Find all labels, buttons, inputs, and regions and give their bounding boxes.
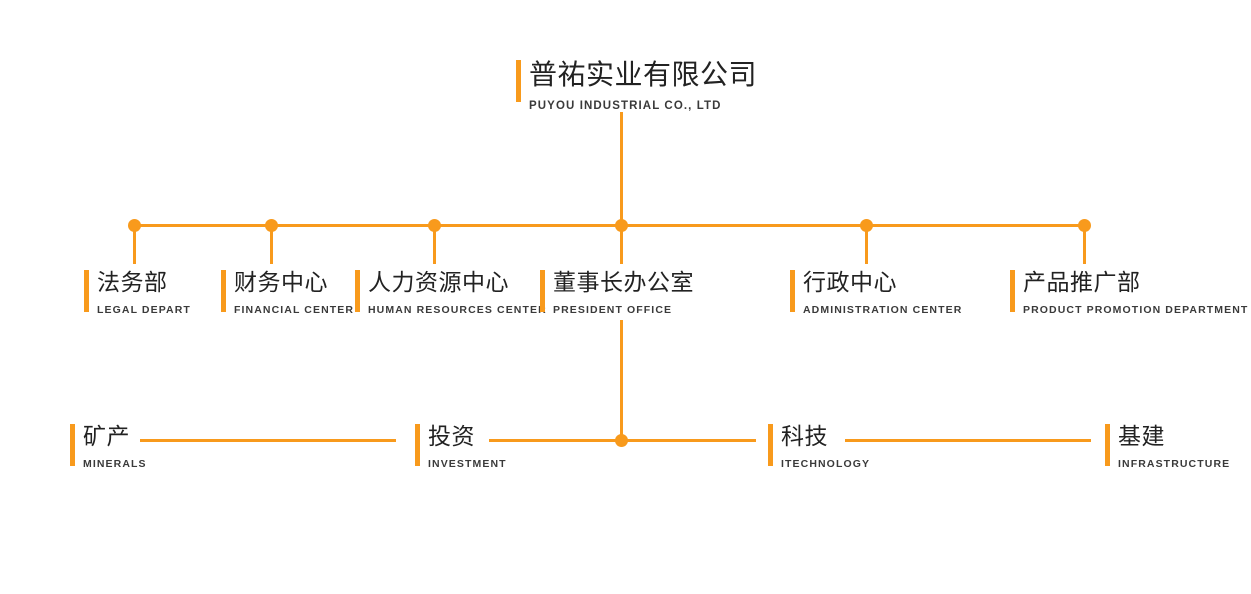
accent-bar — [355, 270, 360, 312]
org-node-title-cn: 法务部 — [97, 269, 168, 295]
org-node-root[interactable]: 普祐实业有限公司 PUYOU INDUSTRIAL CO., LTD — [516, 60, 757, 113]
accent-bar — [1105, 424, 1110, 466]
connector-dot-sector-hub — [615, 434, 628, 447]
connector-root-stem — [620, 112, 623, 226]
org-node-financial-center[interactable]: 财务中心 FINANCIAL CENTER — [221, 270, 354, 316]
org-node-title-cn: 董事长办公室 — [553, 269, 694, 295]
org-node-president-office[interactable]: 董事长办公室 PRESIDENT OFFICE — [540, 270, 694, 316]
accent-bar — [415, 424, 420, 466]
node-texts: 基建 INFRASTRUCTURE — [1105, 425, 1230, 470]
accent-bar — [70, 424, 75, 466]
node-texts: 普祐实业有限公司 PUYOU INDUSTRIAL CO., LTD — [516, 61, 757, 113]
org-node-product-promotion-department[interactable]: 产品推广部 PRODUCT PROMOTION DEPARTMENT — [1010, 270, 1248, 316]
org-node-title-en: LEGAL DEPART — [97, 304, 191, 316]
org-node-title-en: ITECHNOLOGY — [781, 458, 871, 470]
org-node-title-cn: 财务中心 — [234, 269, 328, 295]
accent-bar — [516, 60, 521, 102]
node-texts: 投资 INVESTMENT — [415, 425, 507, 470]
org-node-technology[interactable]: 科技 ITECHNOLOGY — [768, 424, 870, 470]
org-node-title-cn: 行政中心 — [803, 269, 897, 295]
node-texts: 行政中心 ADMINISTRATION CENTER — [790, 271, 962, 316]
connector-president-stem — [620, 320, 623, 440]
connector-drop-hr — [433, 226, 436, 264]
node-texts: 产品推广部 PRODUCT PROMOTION DEPARTMENT — [1010, 271, 1248, 316]
connector-dot-promotion — [1078, 219, 1091, 232]
connector-dot-legal — [128, 219, 141, 232]
accent-bar — [768, 424, 773, 466]
org-node-title-en: INFRASTRUCTURE — [1118, 458, 1231, 470]
accent-bar — [540, 270, 545, 312]
org-node-title-cn: 人力资源中心 — [368, 269, 509, 295]
connector-dot-financial — [265, 219, 278, 232]
connector-drop-promotion — [1083, 226, 1086, 264]
org-node-title-en: HUMAN RESOURCES CENTER — [368, 304, 547, 316]
org-node-title-en: INVESTMENT — [428, 458, 507, 470]
org-node-title-en: FINANCIAL CENTER — [234, 304, 355, 316]
node-texts: 矿产 MINERALS — [70, 425, 147, 470]
node-texts: 法务部 LEGAL DEPART — [84, 271, 191, 316]
connector-sector-segment-technology — [845, 439, 1091, 442]
org-node-administration-center[interactable]: 行政中心 ADMINISTRATION CENTER — [790, 270, 962, 316]
accent-bar — [84, 270, 89, 312]
node-texts: 人力资源中心 HUMAN RESOURCES CENTER — [355, 271, 547, 316]
org-node-title-cn: 产品推广部 — [1023, 269, 1141, 295]
node-texts: 财务中心 FINANCIAL CENTER — [221, 271, 354, 316]
org-node-minerals[interactable]: 矿产 MINERALS — [70, 424, 147, 470]
node-texts: 科技 ITECHNOLOGY — [768, 425, 870, 470]
connector-dot-president — [615, 219, 628, 232]
org-node-title-en: PUYOU INDUSTRIAL CO., LTD — [529, 100, 722, 112]
org-node-title-en: PRESIDENT OFFICE — [553, 304, 673, 316]
connector-dot-hr — [428, 219, 441, 232]
org-node-legal-depart[interactable]: 法务部 LEGAL DEPART — [84, 270, 191, 316]
accent-bar — [790, 270, 795, 312]
accent-bar — [221, 270, 226, 312]
connector-drop-president — [620, 226, 623, 264]
connector-drop-administration — [865, 226, 868, 264]
org-node-title-en: PRODUCT PROMOTION DEPARTMENT — [1023, 304, 1249, 316]
connector-dot-administration — [860, 219, 873, 232]
connector-sector-segment-minerals — [140, 439, 396, 442]
org-node-investment[interactable]: 投资 INVESTMENT — [415, 424, 507, 470]
node-texts: 董事长办公室 PRESIDENT OFFICE — [540, 271, 694, 316]
org-node-title-cn: 科技 — [781, 423, 828, 449]
accent-bar — [1010, 270, 1015, 312]
org-node-title-cn: 基建 — [1118, 423, 1165, 449]
connector-drop-legal — [133, 226, 136, 264]
org-node-infrastructure[interactable]: 基建 INFRASTRUCTURE — [1105, 424, 1230, 470]
org-node-title-en: ADMINISTRATION CENTER — [803, 304, 963, 316]
connector-drop-financial — [270, 226, 273, 264]
org-node-title-cn: 普祐实业有限公司 — [529, 59, 758, 90]
org-node-human-resources-center[interactable]: 人力资源中心 HUMAN RESOURCES CENTER — [355, 270, 547, 316]
org-node-title-cn: 投资 — [428, 423, 475, 449]
org-node-title-cn: 矿产 — [83, 423, 130, 449]
connector-bus — [134, 224, 1085, 227]
org-node-title-en: MINERALS — [83, 458, 147, 470]
